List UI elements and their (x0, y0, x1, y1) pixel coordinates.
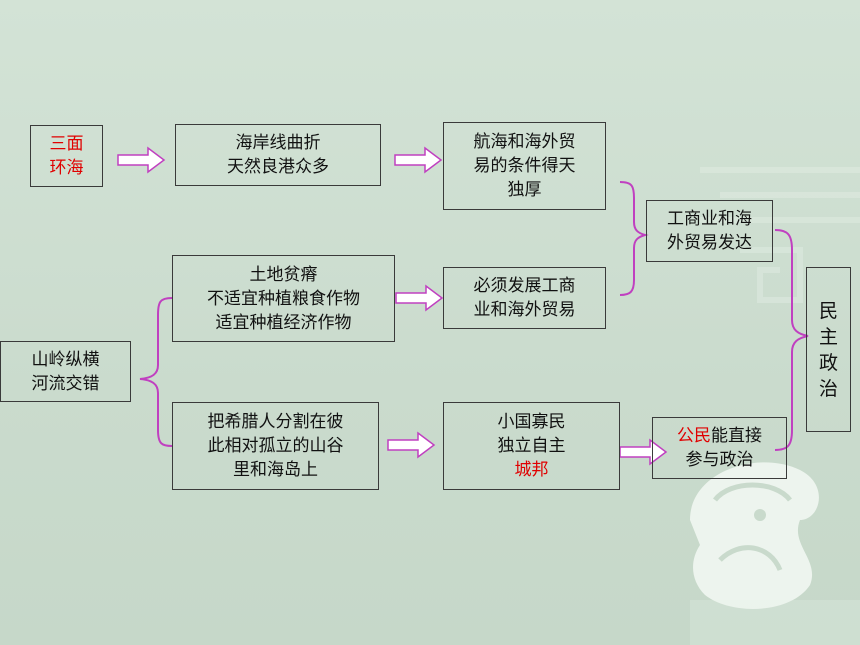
node-must-develop: 必须发展工商 业和海外贸易 (443, 267, 606, 329)
node-text: 河流交错 (31, 373, 100, 394)
node-text: 航海和海外贸 (473, 132, 576, 152)
node-navigation-trade: 航海和海外贸 易的条件得天 独厚 (443, 122, 606, 210)
node-text: 不适宜种植粮食作物 (207, 288, 360, 309)
node-text: 适宜种植经济作物 (215, 312, 352, 333)
node-poor-land: 土地贫瘠 不适宜种植粮食作物 适宜种植经济作物 (172, 255, 395, 342)
node-text: 业和海外贸易 (473, 300, 576, 320)
node-text: 天然良港众多 (227, 157, 329, 177)
node-text: 土地贫瘠 (249, 264, 318, 285)
node-text: 主 (818, 325, 838, 348)
dragon-emblem-icon (690, 462, 819, 609)
node-text: 易的条件得天 (473, 156, 576, 176)
node-coastline: 海岸线曲折 天然良港众多 (175, 124, 381, 186)
node-text: 公民 (677, 426, 711, 446)
node-text: 海岸线曲折 (235, 133, 321, 153)
node-text: 独立自主 (497, 436, 566, 456)
node-text: 把希腊人分割在彼 (207, 412, 344, 432)
node-text: 工商业和海 (667, 209, 752, 229)
node-commerce-developed: 工商业和海 外贸易发达 (646, 200, 773, 262)
node-mountains-rivers: 山岭纵横 河流交错 (0, 341, 131, 402)
node-isolated-greeks: 把希腊人分割在彼 此相对孤立的山谷 里和海岛上 (172, 402, 379, 490)
node-text: 山岭纵横 (31, 349, 100, 370)
node-text: 能直接 (711, 426, 762, 446)
node-text: 城邦 (514, 460, 549, 480)
node-three-sides-sea: 三面 环海 (30, 125, 103, 187)
node-text: 三面 (49, 134, 84, 154)
node-text-line: 公民能直接 (677, 424, 762, 448)
node-text: 里和海岛上 (233, 460, 318, 480)
node-text: 参与政治 (685, 450, 754, 470)
node-text: 此相对孤立的山谷 (207, 436, 344, 456)
node-city-states: 小国寡民 独立自主 城邦 (443, 402, 620, 490)
node-democracy: 民 主 政 治 (806, 267, 851, 432)
node-text: 环海 (49, 158, 84, 178)
node-citizens-participate: 公民能直接 参与政治 (652, 417, 787, 479)
node-text: 民 (818, 299, 838, 322)
node-text: 治 (818, 377, 838, 400)
node-text: 独厚 (507, 180, 542, 200)
node-text: 外贸易发达 (667, 233, 752, 253)
node-text: 小国寡民 (497, 412, 566, 432)
node-text: 必须发展工商 (473, 276, 576, 296)
node-text: 政 (818, 351, 838, 374)
